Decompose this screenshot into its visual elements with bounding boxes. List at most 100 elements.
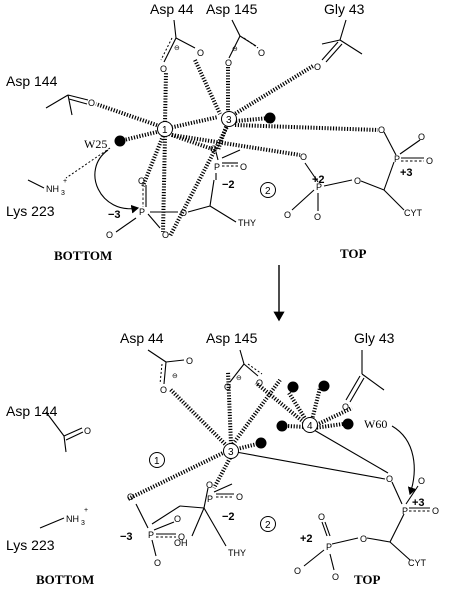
residue-asp144: Asp 144 bbox=[6, 73, 58, 89]
residue-gly43: Gly 43 bbox=[324, 1, 365, 17]
water-b-2 bbox=[318, 380, 330, 392]
label-bottom-bottom: BOTTOM bbox=[36, 572, 94, 587]
water-b-5 bbox=[255, 437, 267, 449]
svg-text:P: P bbox=[207, 494, 213, 504]
svg-text:2: 2 bbox=[265, 520, 271, 531]
residue-asp145: Asp 145 bbox=[206, 1, 258, 17]
svg-text:O: O bbox=[284, 210, 291, 220]
svg-text:O: O bbox=[106, 230, 113, 240]
charge-minus2-bottom: −2 bbox=[222, 511, 235, 523]
svg-text:P: P bbox=[214, 162, 220, 172]
label-bottom-top: BOTTOM bbox=[54, 248, 112, 263]
residue-lys223-b: Lys 223 bbox=[6, 537, 55, 553]
svg-text:P: P bbox=[402, 506, 408, 516]
svg-text:O: O bbox=[354, 176, 361, 186]
water-b-3 bbox=[276, 420, 288, 432]
metal-4-bottom bbox=[302, 417, 318, 433]
svg-text:NH: NH bbox=[66, 514, 79, 524]
charge-plus2-bottom: +2 bbox=[300, 533, 313, 545]
svg-text:3: 3 bbox=[228, 447, 234, 458]
svg-text:+: + bbox=[63, 178, 67, 185]
svg-text:NH: NH bbox=[46, 184, 59, 194]
svg-text:⊖: ⊖ bbox=[236, 375, 242, 382]
charge-minus3-bottom: −3 bbox=[120, 531, 133, 543]
top-coordination-bonds bbox=[95, 59, 379, 237]
charge-plus3-bottom: +3 bbox=[412, 497, 425, 509]
svg-text:O: O bbox=[240, 162, 247, 172]
svg-text:1: 1 bbox=[162, 125, 168, 136]
svg-text:O: O bbox=[178, 532, 185, 542]
svg-text:P: P bbox=[139, 207, 145, 217]
svg-text:P: P bbox=[326, 542, 332, 552]
svg-text:⊖: ⊖ bbox=[232, 46, 238, 53]
sugar-cyt-top: CYT bbox=[404, 208, 423, 218]
svg-text:O: O bbox=[162, 230, 169, 240]
svg-text:O: O bbox=[180, 208, 187, 218]
water-b-1 bbox=[287, 381, 299, 393]
svg-text:O: O bbox=[210, 144, 217, 154]
svg-text:O: O bbox=[88, 98, 95, 108]
svg-text:P: P bbox=[394, 154, 400, 164]
metal-2-bottom bbox=[260, 516, 276, 532]
w60-attack-arrow bbox=[391, 425, 417, 496]
svg-text:+: + bbox=[84, 507, 88, 514]
svg-text:O: O bbox=[332, 572, 339, 582]
sugar-thy-top: THY bbox=[238, 218, 256, 228]
svg-text:O: O bbox=[186, 356, 193, 366]
svg-text:O: O bbox=[206, 480, 213, 490]
svg-text:3: 3 bbox=[226, 115, 232, 126]
svg-text:O: O bbox=[154, 558, 161, 568]
charge-plus3-top: +3 bbox=[400, 167, 413, 179]
sugar-oh-bottom: OH bbox=[174, 538, 188, 548]
svg-text:O: O bbox=[224, 382, 231, 392]
svg-text:⊖: ⊖ bbox=[172, 373, 178, 380]
charge-minus2-top: −2 bbox=[222, 179, 235, 191]
svg-text:⊖: ⊖ bbox=[174, 45, 180, 52]
residue-asp145-b: Asp 145 bbox=[206, 330, 258, 346]
metal-2-top bbox=[260, 182, 276, 198]
metal-1-bottom bbox=[149, 452, 165, 468]
label-top-bottom: TOP bbox=[354, 572, 381, 587]
sugar-cyt-bottom: CYT bbox=[408, 558, 427, 568]
water-top-right bbox=[264, 112, 276, 124]
svg-text:O: O bbox=[418, 476, 425, 486]
water-w25 bbox=[114, 135, 126, 147]
svg-text:O: O bbox=[300, 152, 307, 162]
svg-text:O: O bbox=[378, 125, 385, 135]
svg-text:O: O bbox=[426, 156, 433, 166]
residue-asp44: Asp 44 bbox=[150, 1, 194, 17]
svg-text:4: 4 bbox=[307, 421, 313, 432]
svg-text:P: P bbox=[148, 530, 154, 540]
svg-text:O: O bbox=[236, 492, 243, 502]
svg-text:O: O bbox=[418, 132, 425, 142]
svg-text:O: O bbox=[294, 566, 301, 576]
svg-text:O: O bbox=[84, 426, 91, 436]
svg-text:P: P bbox=[316, 182, 322, 192]
svg-text:O: O bbox=[225, 58, 232, 68]
svg-text:O: O bbox=[318, 512, 325, 522]
bottom-panel: Asp 44 O O ⊖ Asp 145 O O ⊖ Gly 43 O Asp … bbox=[6, 330, 439, 587]
charge-minus3-top: −3 bbox=[108, 209, 121, 221]
residue-asp144-b: Asp 144 bbox=[6, 403, 58, 419]
top-panel: Gly 43 O Asp 44 O O ⊖ Asp 145 O O ⊖ Asp … bbox=[6, 1, 433, 263]
svg-text:O: O bbox=[314, 212, 321, 222]
svg-text:1: 1 bbox=[154, 456, 160, 467]
w25-attack-arrow bbox=[94, 149, 140, 214]
svg-text:O: O bbox=[174, 514, 181, 524]
svg-text:O: O bbox=[432, 506, 439, 516]
svg-text:O: O bbox=[258, 48, 265, 58]
bottom-coordination-bonds bbox=[127, 371, 353, 501]
sugar-thy-bottom: THY bbox=[228, 548, 246, 558]
svg-text:O: O bbox=[314, 62, 321, 72]
svg-text:O: O bbox=[160, 64, 167, 74]
svg-text:O: O bbox=[360, 534, 367, 544]
svg-text:O: O bbox=[127, 492, 134, 502]
water-w60-label: W60 bbox=[364, 417, 387, 431]
svg-text:O: O bbox=[160, 385, 167, 395]
residue-asp44-b: Asp 44 bbox=[120, 330, 164, 346]
residue-lys223: Lys 223 bbox=[6, 203, 55, 219]
svg-text:O: O bbox=[386, 474, 393, 484]
metal-3-bottom bbox=[223, 443, 239, 459]
label-top-top: TOP bbox=[340, 246, 367, 261]
